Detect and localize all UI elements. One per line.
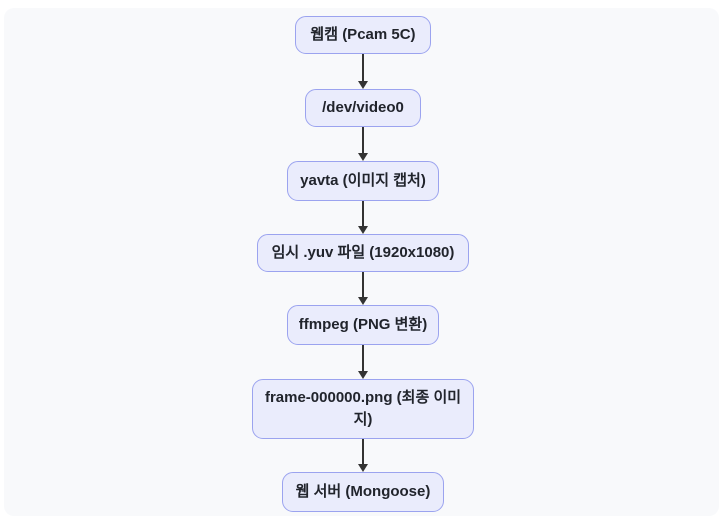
arrow-webcam-to-dev-video0	[357, 54, 369, 89]
node-dev-video0: /dev/video0	[305, 89, 421, 127]
arrow-yuv-file-to-ffmpeg	[357, 272, 369, 305]
node-ffmpeg: ffmpeg (PNG 변환)	[287, 305, 439, 345]
node-webcam: 웹캠 (Pcam 5C)	[295, 16, 431, 54]
arrow-dev-video0-to-yavta	[357, 127, 369, 161]
node-frame-png: frame-000000.png (최종 이미지)	[252, 379, 474, 439]
node-yuv-file: 임시 .yuv 파일 (1920x1080)	[257, 234, 469, 272]
node-web-server: 웹 서버 (Mongoose)	[282, 472, 444, 512]
arrow-frame-png-to-web-server	[357, 439, 369, 472]
arrow-ffmpeg-to-frame-png	[357, 345, 369, 379]
node-yavta: yavta (이미지 캡처)	[287, 161, 439, 201]
arrow-yavta-to-yuv-file	[357, 201, 369, 234]
flowchart-canvas: 웹캠 (Pcam 5C) /dev/video0 yavta (이미지 캡처) …	[4, 8, 719, 516]
